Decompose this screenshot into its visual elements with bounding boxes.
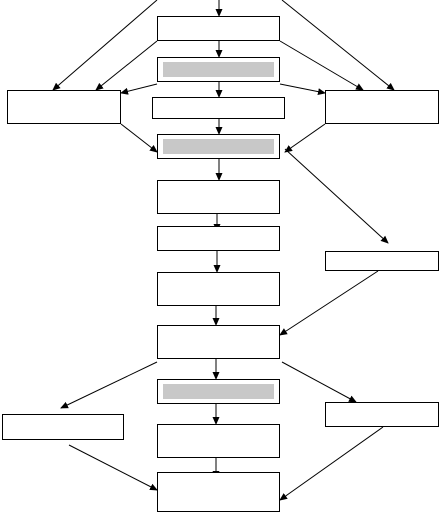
arrow-top-box-to-right-box-1	[279, 40, 364, 91]
arrow-right-box-1-to-shaded-box-2	[284, 123, 326, 153]
center-box-2-frame	[152, 97, 285, 119]
center-box-2	[152, 97, 285, 119]
center-box-5-frame	[157, 272, 280, 306]
arrow-top-box-to-left-box-1	[95, 40, 158, 91]
center-box-4-frame	[157, 226, 280, 251]
shaded-box-1-shading	[163, 62, 274, 77]
center-box-6-frame	[157, 325, 280, 359]
bottom-box	[157, 472, 280, 512]
center-box-7-frame	[157, 424, 280, 458]
arrow-left-box-1-to-shaded-box-2	[120, 123, 158, 153]
center-box-3	[157, 180, 280, 214]
arrow-right-box-3-to-bottom-box	[279, 426, 384, 501]
center-box-7	[157, 424, 280, 458]
right-box-2	[325, 251, 439, 271]
arrow-shaded-box-2-to-right-box-2	[284, 148, 389, 244]
center-box-4	[157, 226, 280, 251]
top-box	[157, 16, 280, 41]
arrow-center-box-6-to-right-box-3	[281, 361, 357, 403]
shaded-box-3-shading	[163, 384, 274, 399]
left-box-1-frame	[7, 90, 121, 124]
right-box-1	[325, 90, 439, 124]
right-box-3-frame	[325, 402, 439, 427]
arrow-left-box-2-to-bottom-box	[68, 444, 158, 491]
right-box-1-frame	[325, 90, 439, 124]
arrow-offpage-top-right-to-right-box-1	[281, 0, 395, 91]
arrow-center-box-6-to-left-box-2	[60, 361, 158, 409]
arrow-right-box-2-to-center-box-6	[279, 270, 379, 336]
arrow-shaded-box-1-to-left-box-1	[120, 83, 158, 95]
left-box-2-frame	[2, 414, 124, 440]
top-box-frame	[157, 16, 280, 41]
shaded-box-1	[157, 57, 280, 82]
center-box-6	[157, 325, 280, 359]
left-box-1	[7, 90, 121, 124]
arrow-shaded-box-1-to-right-box-1	[279, 83, 326, 96]
shaded-box-2	[157, 134, 280, 159]
right-box-3	[325, 402, 439, 427]
center-box-5	[157, 272, 280, 306]
arrow-offpage-top-left-to-left-box-1	[52, 0, 158, 91]
shaded-box-2-shading	[163, 139, 274, 154]
bottom-box-frame	[157, 472, 280, 512]
right-box-2-frame	[325, 251, 439, 271]
left-box-2	[2, 414, 124, 440]
center-box-3-frame	[157, 180, 280, 214]
shaded-box-3	[157, 379, 280, 404]
nodes-layer	[2, 16, 439, 512]
